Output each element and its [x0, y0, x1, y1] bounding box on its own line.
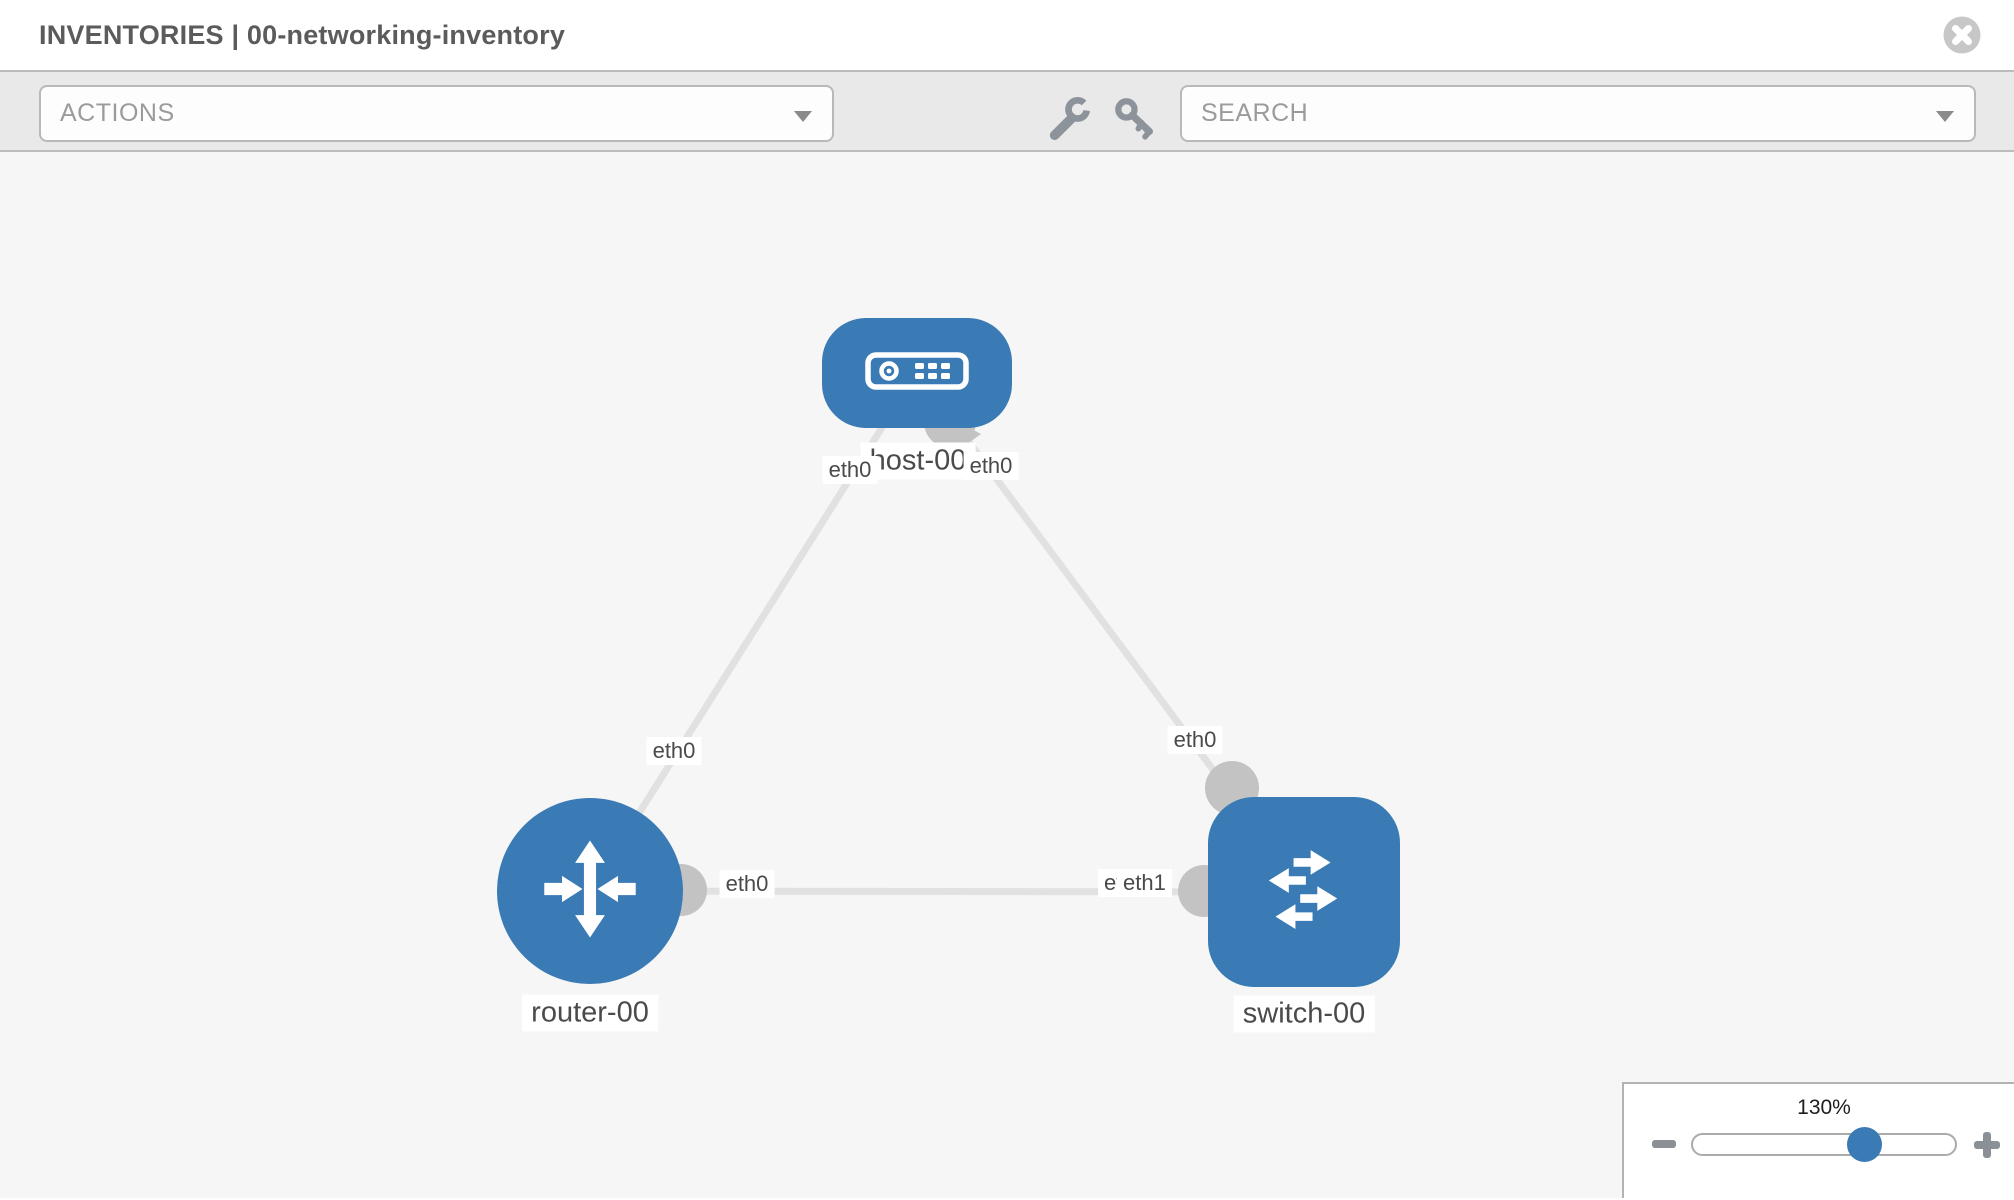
- zoom-in-button[interactable]: [1968, 1126, 2006, 1164]
- node-label-router: router-00: [522, 994, 658, 1032]
- router-icon: [534, 833, 646, 950]
- node-router-00[interactable]: [497, 798, 683, 984]
- search-dropdown-label: SEARCH: [1201, 99, 1309, 127]
- credentials-button[interactable]: [1113, 96, 1159, 142]
- toolbar: ACTIONS SEARCH: [0, 70, 2014, 152]
- if-label-router-eth0-uplink: eth0: [646, 737, 702, 765]
- actions-dropdown-label: ACTIONS: [60, 99, 175, 127]
- zoom-percentage: 130%: [1797, 1096, 1851, 1119]
- topology-canvas[interactable]: host-00 router-00 switch-00 eth0 eth0 et…: [0, 152, 2014, 1198]
- chevron-down-icon: [794, 111, 812, 122]
- if-label-switch-eth0-top: eth0: [1167, 726, 1223, 754]
- zoom-control-panel: 130%: [1622, 1082, 2014, 1198]
- switch-icon: [1247, 833, 1361, 952]
- wrench-icon: [1046, 94, 1093, 145]
- if-label-host-eth0-right: eth0: [963, 452, 1019, 480]
- search-dropdown[interactable]: SEARCH: [1180, 85, 1976, 142]
- node-label-host: host-00: [860, 442, 976, 480]
- node-switch-00[interactable]: [1208, 797, 1400, 987]
- chevron-down-icon: [1936, 111, 1954, 122]
- zoom-out-button[interactable]: [1652, 1140, 1676, 1148]
- close-button[interactable]: [1943, 16, 1981, 54]
- actions-dropdown[interactable]: ACTIONS: [39, 85, 834, 142]
- zoom-slider-knob[interactable]: [1847, 1127, 1882, 1162]
- host-icon: [865, 351, 969, 395]
- close-icon: [1943, 16, 1981, 57]
- if-label-router-eth0-right: eth0: [719, 870, 775, 898]
- page-title: INVENTORIES | 00-networking-inventory: [39, 20, 566, 50]
- header: INVENTORIES | 00-networking-inventory: [0, 0, 2014, 70]
- plus-icon: [1983, 1132, 1991, 1158]
- zoom-slider-track[interactable]: [1691, 1133, 1957, 1156]
- key-icon: [1113, 98, 1159, 145]
- topology-links-layer: [587, 369, 1307, 917]
- tools-button[interactable]: [1046, 94, 1093, 145]
- node-label-switch: switch-00: [1233, 995, 1375, 1033]
- node-host-00[interactable]: [822, 318, 1012, 428]
- if-label-host-eth0-left: eth0: [822, 456, 878, 484]
- if-label-switch-eth1: eth1: [1117, 869, 1172, 897]
